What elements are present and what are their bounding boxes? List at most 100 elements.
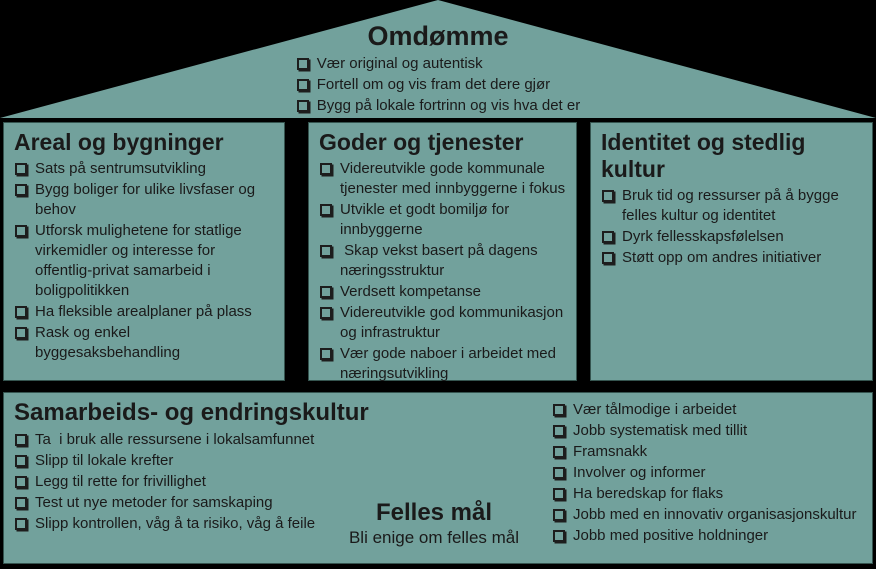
checklist-item-label: Ha fleksible arealplaner på plass bbox=[35, 303, 252, 320]
checklist-item-label: Vær original og autentisk bbox=[316, 55, 483, 72]
checkbox-icon bbox=[15, 497, 27, 509]
checkbox-icon bbox=[296, 58, 309, 70]
checklist-item: Verdsett kompetanse bbox=[319, 282, 566, 302]
checkbox-icon bbox=[602, 252, 614, 264]
roof-title: Omdømme bbox=[367, 21, 509, 51]
checklist-item: Bygg boliger for ulike livsfaser og beho… bbox=[14, 180, 274, 220]
checklist-item: Jobb systematisk med tillit bbox=[552, 421, 857, 441]
checklist-item-label: Test ut nye metoder for samskaping bbox=[35, 494, 273, 511]
checkbox-icon bbox=[553, 425, 565, 437]
checklist-item: Fortell om og vis fram det dere gjør bbox=[296, 75, 580, 95]
checklist-item-label: Videreutvikle gode kommunale tjenester m… bbox=[340, 160, 566, 197]
checkbox-icon bbox=[320, 245, 332, 257]
checklist-item-label: Framsnakk bbox=[573, 443, 648, 460]
checklist-item-label: Verdsett kompetanse bbox=[340, 283, 481, 300]
checklist-item: Jobb med en innovativ organisasjonskultu… bbox=[552, 505, 857, 525]
checkbox-icon bbox=[602, 190, 614, 202]
checkbox-icon bbox=[15, 518, 27, 530]
checklist-item-label: Jobb med en innovativ organisasjonskultu… bbox=[573, 506, 857, 523]
checkbox-icon bbox=[296, 79, 309, 91]
checklist-item-label: Fortell om og vis fram det dere gjør bbox=[316, 76, 551, 93]
panel-checklist: Bruk tid og ressurser på å bygge felles … bbox=[601, 186, 862, 268]
checkbox-icon bbox=[15, 455, 27, 467]
panel-title: Identitet og stedlig kultur bbox=[601, 129, 806, 182]
checklist-item-label: Slipp kontrollen, våg å ta risiko, våg å… bbox=[35, 515, 316, 532]
checklist-item: Ha beredskap for flaks bbox=[552, 484, 857, 504]
felles-maal-block: Felles mål Bli enige om felles mål bbox=[259, 499, 609, 549]
checklist-item: Videreutvikle gode kommunale tjenester m… bbox=[319, 159, 566, 199]
checklist-item-label: Jobb med positive holdninger bbox=[573, 527, 769, 544]
panel-checklist: Videreutvikle gode kommunale tjenester m… bbox=[319, 159, 566, 384]
checkbox-icon bbox=[320, 307, 332, 319]
checklist-item: Skap vekst basert på dagens næringsstruk… bbox=[319, 241, 566, 281]
checkbox-icon bbox=[553, 404, 565, 416]
checklist-item-label: Sats på sentrumsutvikling bbox=[35, 160, 206, 177]
checkbox-icon bbox=[296, 100, 309, 112]
checklist-item: Vær tålmodige i arbeidet bbox=[552, 400, 857, 420]
checklist-item-label: Bygg boliger for ulike livsfaser og beho… bbox=[35, 181, 260, 218]
checklist-item: Framsnakk bbox=[552, 442, 857, 462]
checklist-item: Involver og informer bbox=[552, 463, 857, 483]
checklist-item-label: Ta i bruk alle ressursene i lokalsamfunn… bbox=[35, 431, 315, 448]
checklist-item: Rask og enkel byggesaksbehandling bbox=[14, 323, 274, 363]
checklist-item-label: Vær gode naboer i arbeidet med næringsut… bbox=[340, 345, 561, 382]
goal-subtitle: Bli enige om felles mål bbox=[348, 528, 520, 547]
checkbox-icon bbox=[320, 286, 332, 298]
checkbox-icon bbox=[15, 327, 27, 339]
checkbox-icon bbox=[15, 306, 27, 318]
checklist-item: Utvikle et godt bomiljø for innbyggerne bbox=[319, 200, 566, 240]
checklist-item-label: Utvikle et godt bomiljø for innbyggerne bbox=[340, 201, 514, 238]
checklist-item-label: Dyrk fellesskapsfølelsen bbox=[622, 228, 784, 245]
checklist-item: Ta i bruk alle ressursene i lokalsamfunn… bbox=[14, 430, 484, 450]
base-left-checklist: Ta i bruk alle ressursene i lokalsamfunn… bbox=[14, 430, 484, 534]
goal-title: Felles mål bbox=[375, 499, 493, 526]
checklist-item: Slipp til lokale krefter bbox=[14, 451, 484, 471]
checklist-item: Støtt opp om andres initiativer bbox=[601, 248, 862, 268]
checklist-item-label: Involver og informer bbox=[573, 464, 706, 481]
checklist-item-label: Utforsk mulighetene for statlige virkemi… bbox=[35, 222, 246, 299]
panel-title: Samarbeids- og endringskultur bbox=[14, 399, 369, 426]
checkbox-icon bbox=[15, 434, 27, 446]
checklist-item-label: Ha beredskap for flaks bbox=[573, 485, 724, 502]
checklist-item-label: Bruk tid og ressurser på å bygge felles … bbox=[622, 187, 843, 224]
checklist-item-label: Slipp til lokale krefter bbox=[35, 452, 174, 469]
checkbox-icon bbox=[553, 488, 565, 500]
checklist-item: Ha fleksible arealplaner på plass bbox=[14, 302, 274, 322]
checklist-item-label: Videreutvikle god kommunikasjon og infra… bbox=[340, 304, 568, 341]
checkbox-icon bbox=[320, 204, 332, 216]
checkbox-icon bbox=[553, 509, 565, 521]
checklist-item: Sats på sentrumsutvikling bbox=[14, 159, 274, 179]
checkbox-icon bbox=[320, 163, 332, 175]
checklist-item: Dyrk fellesskapsfølelsen bbox=[601, 227, 862, 247]
checklist-item: Videreutvikle god kommunikasjon og infra… bbox=[319, 303, 566, 343]
checkbox-icon bbox=[15, 184, 27, 196]
panel-title: Areal og bygninger bbox=[14, 129, 224, 155]
checklist-item: Utforsk mulighetene for statlige virkemi… bbox=[14, 221, 274, 301]
checklist-item: Slipp kontrollen, våg å ta risiko, våg å… bbox=[14, 514, 484, 534]
panel-identitet-og-stedlig-kultur: Identitet og stedlig kultur Bruk tid og … bbox=[590, 122, 873, 381]
checklist-item-label: Jobb systematisk med tillit bbox=[573, 422, 748, 439]
checklist-item-label: Legg til rette for frivillighet bbox=[35, 473, 206, 490]
checkbox-icon bbox=[15, 163, 27, 175]
checklist-item: Bygg på lokale fortrinn og vis hva det e… bbox=[296, 96, 580, 116]
checklist-item-label: Skap vekst basert på dagens næringsstruk… bbox=[340, 242, 542, 279]
checklist-item: Bruk tid og ressurser på å bygge felles … bbox=[601, 186, 862, 226]
checkbox-icon bbox=[320, 348, 332, 360]
checkbox-icon bbox=[553, 530, 565, 542]
checkbox-icon bbox=[602, 231, 614, 243]
panel-goder-og-tjenester: Goder og tjenester Videreutvikle gode ko… bbox=[308, 122, 577, 384]
panel-areal-og-bygninger: Areal og bygninger Sats på sentrumsutvik… bbox=[3, 122, 285, 381]
panel-samarbeids-og-endringskultur: Samarbeids- og endringskultur Ta i bruk … bbox=[3, 392, 873, 564]
checklist-item-label: Rask og enkel byggesaksbehandling bbox=[35, 324, 181, 361]
checklist-item: Jobb med positive holdninger bbox=[552, 526, 857, 546]
checklist-item-label: Vær tålmodige i arbeidet bbox=[573, 401, 737, 418]
checklist-item: Vær gode naboer i arbeidet med næringsut… bbox=[319, 344, 566, 384]
checklist-item-label: Støtt opp om andres initiativer bbox=[622, 249, 822, 266]
checkbox-icon bbox=[15, 225, 27, 237]
panel-title: Goder og tjenester bbox=[319, 129, 524, 155]
